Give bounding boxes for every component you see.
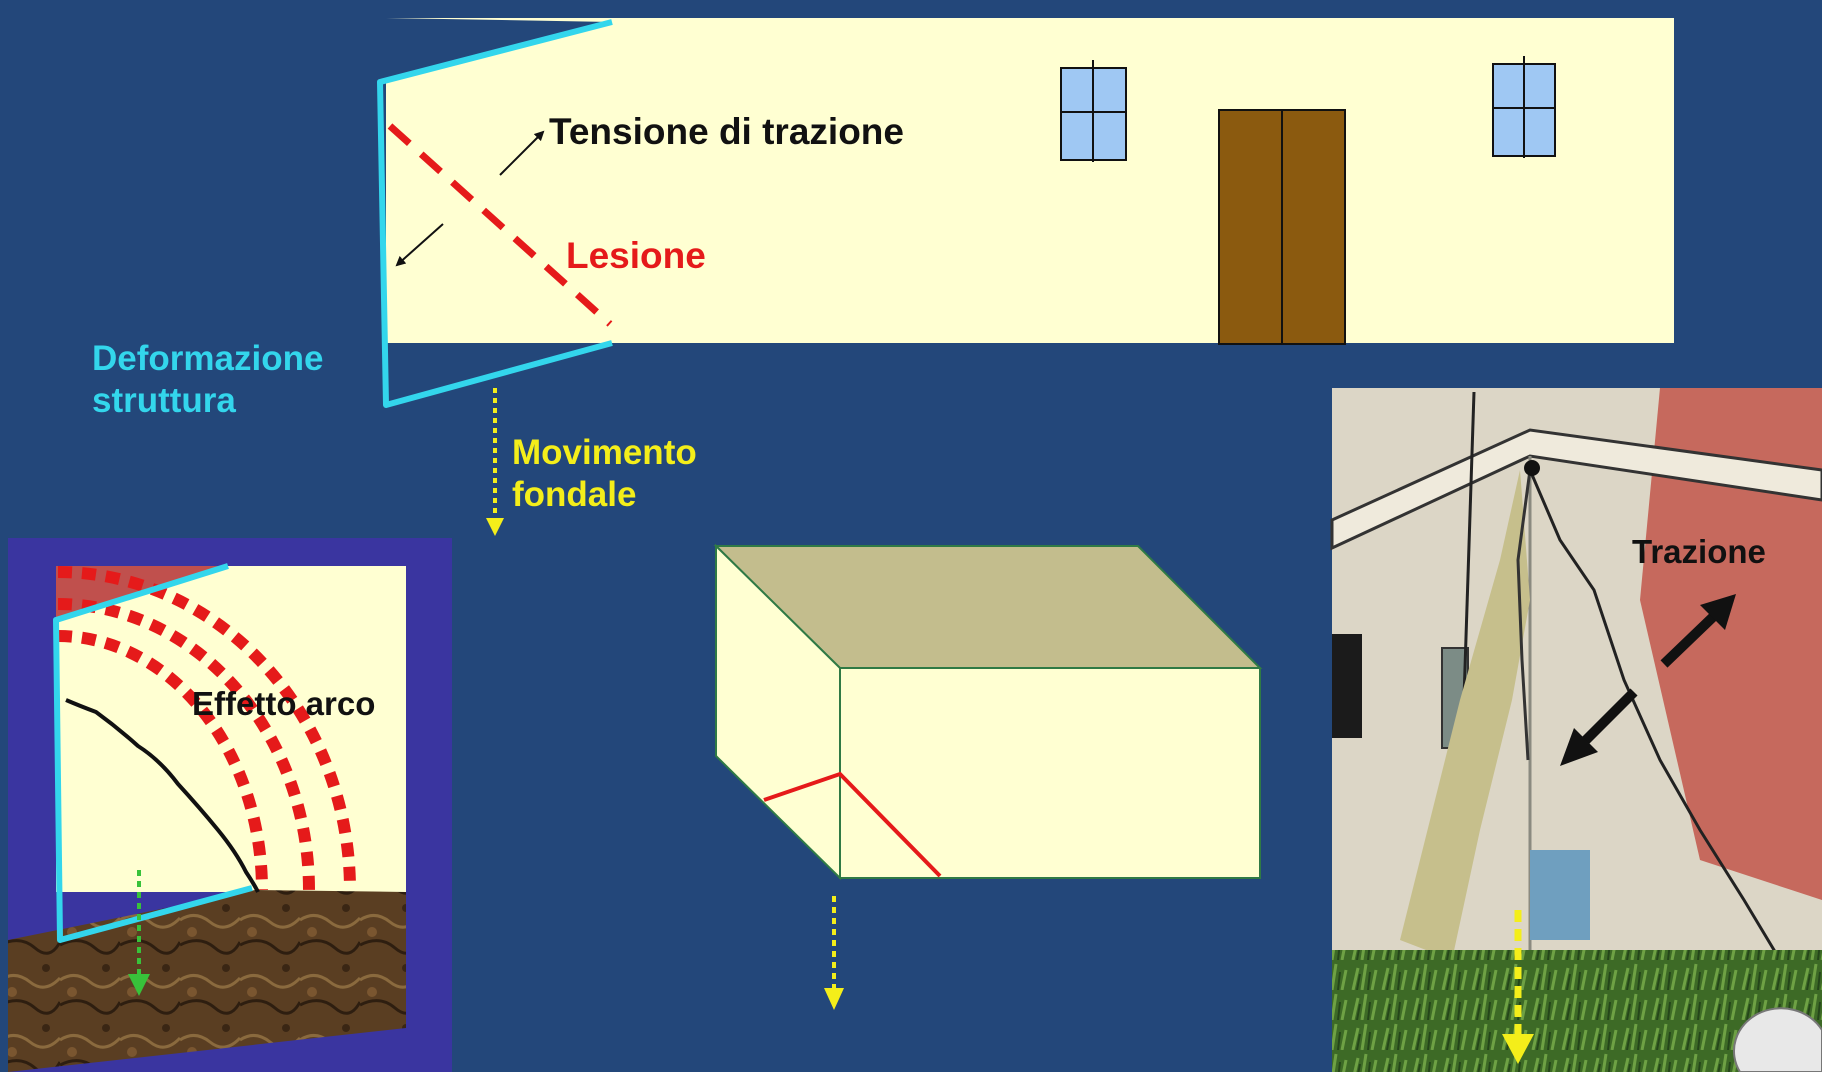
photo-window <box>1332 634 1362 738</box>
photo-spalled-plaster-left <box>1400 470 1530 960</box>
photo-diagonal-crack <box>1528 469 1782 961</box>
inset-wall <box>56 566 406 892</box>
arch-crack-line <box>65 698 260 893</box>
traction-arrow-up-head <box>1700 594 1736 630</box>
photo-movement-arrow-head <box>1502 1034 1534 1064</box>
photo-crack-branch <box>1516 469 1532 761</box>
foundation-movement-arrow-head <box>486 518 504 536</box>
arch-movement-arrow-head <box>128 974 150 996</box>
photo-red-wall-stain <box>1640 388 1822 900</box>
photo-cornice <box>1330 428 1822 551</box>
tension-arrow-down <box>395 223 444 267</box>
deformation-label: Deformazione struttura <box>92 339 324 420</box>
crack-photo <box>1330 388 1822 1072</box>
institution-logo-seal <box>1732 1007 1822 1072</box>
traction-label: Trazione <box>1632 533 1766 570</box>
traction-arrow-down-shaft <box>1580 688 1638 746</box>
block-crack-line <box>763 771 942 878</box>
traction-arrow-down-head <box>1560 728 1598 766</box>
lesion-crack-line <box>387 123 613 327</box>
traction-arrow-up-shaft <box>1660 612 1718 668</box>
structure-deformation-line <box>377 19 613 408</box>
window-right <box>1492 56 1556 158</box>
block-movement-arrow-head <box>824 988 844 1010</box>
lesion-label: Lesione <box>566 235 706 276</box>
foundation-movement-label: Movimento fondale <box>512 433 697 514</box>
window-left <box>1060 60 1127 162</box>
photo-lamp-dot <box>1524 460 1540 476</box>
arch-effect-inset <box>8 538 452 1072</box>
inset-soil <box>8 890 406 1072</box>
facade-group <box>377 18 1674 536</box>
arch-effect-label: Effetto arco <box>192 685 376 722</box>
door <box>1218 109 1346 345</box>
block-front-face <box>839 667 1261 879</box>
photo-blue-patch <box>1530 850 1590 940</box>
tension-arrow-up <box>499 130 545 176</box>
inset-deformation-line <box>53 563 253 943</box>
tension-label: Tensione di trazione <box>549 111 904 152</box>
building-facade <box>386 18 1674 343</box>
block-3d <box>713 543 1263 881</box>
arch-dashed-rings <box>57 566 356 891</box>
